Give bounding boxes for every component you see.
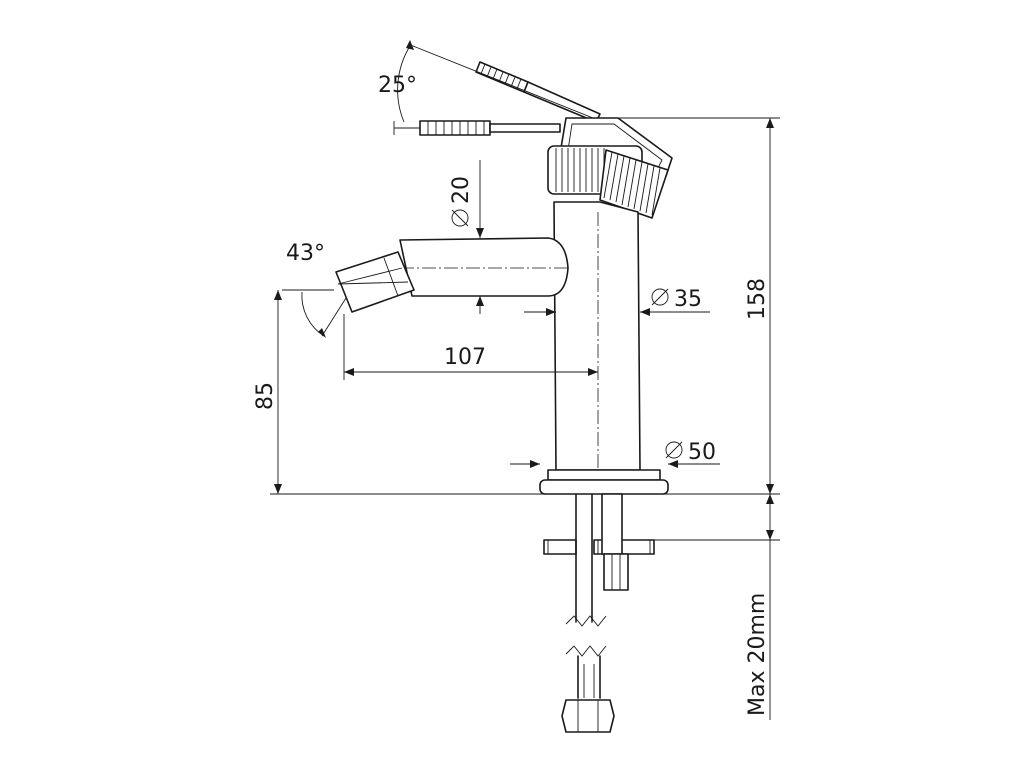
lever-angle-label: 25° (378, 73, 417, 98)
reach-label: 107 (444, 345, 486, 370)
cartridge-head (547, 117, 673, 219)
faucet-body (539, 201, 669, 495)
base-diameter-50-label: 50 (688, 440, 716, 465)
body-diameter-35-label: 35 (674, 287, 702, 312)
spout (335, 237, 570, 313)
height-85-label: 85 (253, 382, 278, 410)
max-deck-thickness-label: Max 20mm (745, 593, 770, 716)
mounting-hardware (543, 493, 655, 733)
lever-horizontal (393, 120, 561, 136)
spout-diameter-label: 20 (449, 176, 474, 204)
total-height-label: 158 (745, 278, 770, 320)
lever-raised (407, 43, 619, 129)
spout-angle-label: 43° (286, 241, 325, 266)
